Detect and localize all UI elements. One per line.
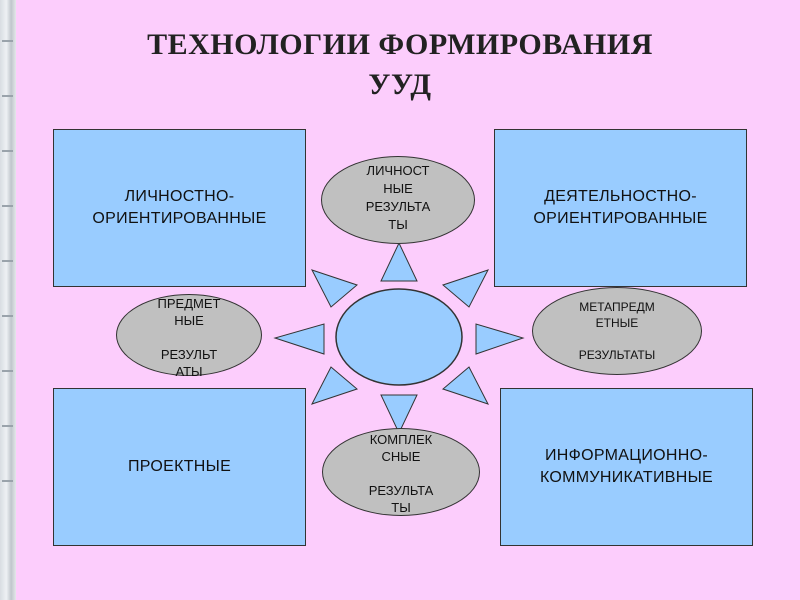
sun-center-circle bbox=[335, 288, 463, 386]
box-activity-oriented: ДЕЯТЕЛЬНОСТНО- ОРИЕНТИРОВАННЫЕ bbox=[494, 129, 747, 287]
ray-bottom-left bbox=[310, 366, 359, 405]
ellipse-metasubject-results: МЕТАПРЕДМ ЕТНЫЕ РЕЗУЛЬТАТЫ bbox=[532, 287, 702, 375]
ellipse-subject-results: ПРЕДМЕТ НЫЕ РЕЗУЛЬТ АТЫ bbox=[116, 294, 262, 379]
box-project: ПРОЕКТНЫЕ bbox=[53, 388, 306, 546]
slide-title-line-2: УУД bbox=[368, 68, 432, 101]
ray-bottom-right bbox=[441, 366, 490, 405]
ray-top-right bbox=[441, 269, 490, 308]
ellipse-complex-results-label: КОМПЛЕК СНЫЕ РЕЗУЛЬТА ТЫ bbox=[368, 431, 434, 515]
slide-title-line-1: ТЕХНОЛОГИИ ФОРМИРОВАНИЯ bbox=[147, 28, 653, 61]
ellipse-complex-results: КОМПЛЕК СНЫЕ РЕЗУЛЬТА ТЫ bbox=[322, 428, 480, 516]
ellipse-personal-results: ЛИЧНОСТ НЫЕ РЕЗУЛЬТА ТЫ bbox=[321, 156, 475, 244]
ray-right bbox=[475, 323, 525, 355]
ray-top bbox=[380, 241, 418, 282]
ray-bottom bbox=[380, 394, 418, 435]
box-information-communicative: ИНФОРМАЦИОННО- КОММУНИКАТИВНЫЕ bbox=[500, 388, 753, 546]
ellipse-metasubject-results-label: МЕТАПРЕДМ ЕТНЫЕ РЕЗУЛЬТАТЫ bbox=[578, 300, 656, 362]
slide-side-decoration bbox=[0, 0, 16, 600]
ellipse-personal-results-label: ЛИЧНОСТ НЫЕ РЕЗУЛЬТА ТЫ bbox=[365, 163, 431, 232]
ray-left bbox=[273, 323, 325, 355]
ray-top-left bbox=[310, 269, 359, 308]
ellipse-subject-results-label: ПРЕДМЕТ НЫЕ РЕЗУЛЬТ АТЫ bbox=[157, 295, 221, 379]
box-person-oriented: ЛИЧНОСТНО- ОРИЕНТИРОВАННЫЕ bbox=[53, 129, 306, 287]
